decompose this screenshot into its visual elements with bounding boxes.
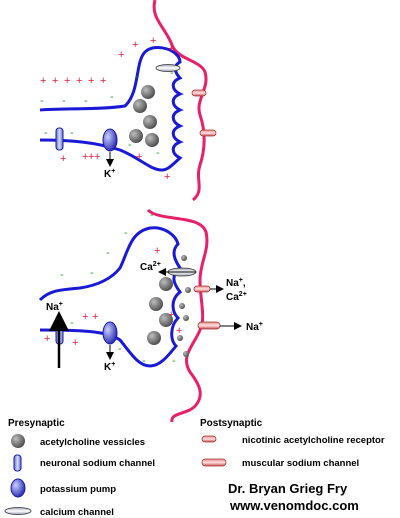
svg-text:-: - [60,269,64,281]
svg-text:-: - [106,247,110,259]
svg-text:-: - [62,95,66,107]
calcium-channel-top [155,64,181,72]
presynaptic-title: Presynaptic [8,418,65,429]
svg-text:-: - [128,139,132,151]
vesicle [149,297,163,311]
charge-signs-bottom: - - - - - - - - - + + + + + + + [44,209,182,367]
svg-text:-: - [70,317,74,329]
vesicle-small [183,315,189,321]
sodium-label-left: Na+ [46,301,63,313]
svg-text:-: - [110,91,114,103]
potassium-label-top: K+ [104,168,115,180]
potassium-pump-top [102,128,118,152]
svg-text:+: + [92,311,98,323]
vesicle-small [179,303,185,309]
legend-muscular-sodium-icon [201,458,227,467]
svg-text:-: - [90,267,94,279]
svg-text:+: + [88,75,94,87]
svg-text:+: + [60,153,66,165]
svg-text:+: + [82,151,88,163]
vesicle [159,313,173,327]
svg-text:-: - [136,71,140,83]
nicotinic-receptors-top [191,89,217,137]
svg-text:-: - [124,227,128,239]
vesicle-small [177,335,183,341]
neuron-terminal-top [39,46,184,172]
svg-text:+: + [72,337,78,349]
svg-text:+: + [168,43,174,55]
vesicle [133,99,147,113]
legend-vessicle-label: acetylcholine vessicles [40,437,145,448]
legend-nicotinic-receptor-label: nicotinic acetylcholine receptor [242,435,385,446]
vesicle [145,133,159,147]
svg-text:-: - [70,127,74,139]
svg-text:-: - [172,355,176,367]
potassium-label-bottom: K+ [104,361,115,373]
svg-text:+: + [154,245,160,257]
nicotinic-receptors-bottom [193,285,221,330]
muscle-membrane-bottom [146,208,209,423]
svg-text:+: + [136,151,142,163]
svg-text:-: - [44,127,48,139]
svg-text:+: + [132,39,138,51]
legend-calcium-channel-icon [4,507,32,515]
credit-name: Dr. Bryan Grieg Fry [228,481,348,496]
svg-text:+: + [94,151,100,163]
neuronal-sodium-channel-top [55,127,64,151]
vesicle [147,331,161,345]
vesicle-small [181,255,187,261]
svg-text:+: + [100,75,106,87]
svg-text:+: + [176,325,182,337]
sodium-calcium-label: Na+, [226,277,246,289]
calcium-label: Ca2+ [140,261,161,273]
vesicle-small [185,287,191,293]
charge-signs-top: + + + + + + + + + + + + + + + + - - - - … [40,35,174,183]
legend-vessicle-icon [11,434,25,448]
vesicle-small [183,351,189,357]
vesicle [159,277,173,291]
potassium-pump-bottom [102,321,118,345]
vesicle [143,115,157,129]
svg-text:-: - [142,355,146,367]
svg-text:+: + [164,171,170,183]
legend-neuronal-sodium-label: neuronal sodium channel [40,458,155,469]
neuron-terminal-bottom [38,226,183,368]
svg-text:+: + [52,75,58,87]
svg-text:+: + [118,49,124,61]
svg-text:+: + [40,75,46,87]
svg-text:+: + [44,333,50,345]
svg-text:+: + [76,75,82,87]
legend-potassium-pump-icon [10,478,26,498]
sodium-calcium-label-line2: Ca2+ [226,291,247,303]
vesicle [129,129,143,143]
legend-neuronal-sodium-icon [13,454,22,472]
legend-muscular-sodium-label: muscular sodium channel [242,458,359,469]
vesicle [141,85,155,99]
svg-text:-: - [40,95,44,107]
vesicles-top [129,85,159,147]
svg-text:+: + [168,309,174,321]
postsynaptic-title: Postsynaptic [200,418,263,429]
svg-text:-: - [84,95,88,107]
svg-text:-: - [150,209,154,221]
legend-calcium-channel-label: calcium channel [40,507,114,518]
sodium-label-right: Na+ [246,321,263,333]
svg-text:-: - [170,67,174,79]
credit-url: www.venomdoc.com [229,498,359,513]
svg-text:+: + [150,35,156,47]
vesicles-bottom [147,255,191,357]
svg-text:+: + [88,151,94,163]
legend-nicotinic-receptor-icon [201,435,217,443]
svg-text:-: - [156,147,160,159]
svg-text:+: + [64,75,70,87]
legend-potassium-pump-label: potassium pump [40,484,116,495]
svg-text:-: - [118,343,122,355]
svg-text:+: + [82,311,88,323]
